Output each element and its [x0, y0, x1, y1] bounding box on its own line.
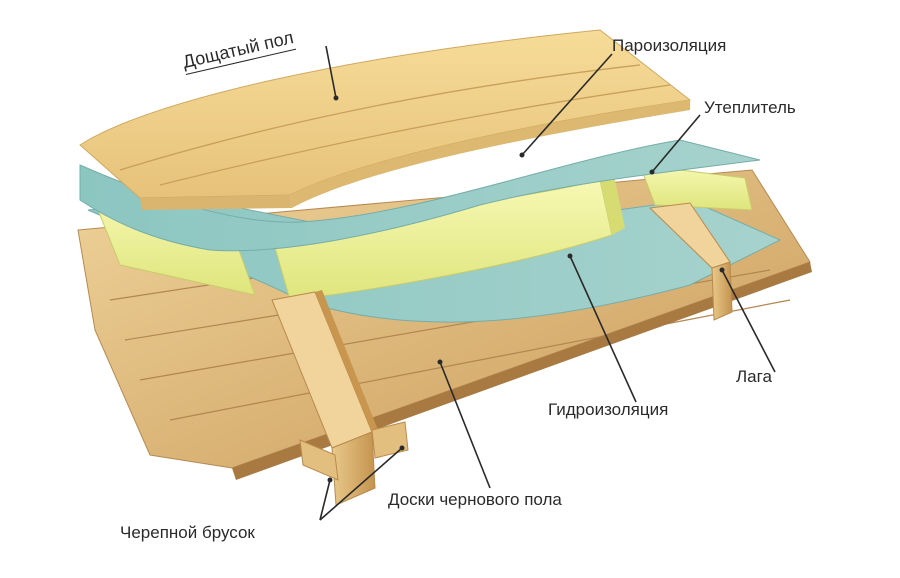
- joist-front: [271, 290, 378, 506]
- label-vapor-barrier: Пароизоляция: [612, 36, 727, 55]
- label-insulation: Утеплитель: [704, 98, 796, 117]
- leader-lines: [319, 45, 776, 521]
- leader-cranial-right: [319, 447, 403, 521]
- leader-cranial-left: [319, 479, 331, 521]
- cranial-bar-left: [299, 439, 339, 481]
- label-waterproofing: Гидроизоляция: [548, 400, 669, 419]
- leader-joist: [721, 269, 776, 373]
- leader-insulation: [651, 114, 701, 173]
- label-subfloor-boards: Доски чернового пола: [388, 490, 562, 509]
- cranial-bar-right: [371, 421, 409, 459]
- leader-vapor-barrier: [521, 53, 613, 156]
- label-joist: Лага: [736, 367, 772, 386]
- joist-back: [648, 202, 733, 321]
- label-cranial-bar: Черепной брусок: [120, 523, 255, 542]
- vapor-barrier: [79, 139, 761, 252]
- top-floorboards: [79, 29, 692, 210]
- leader-subfloor: [439, 361, 491, 489]
- leader-floorboards: [325, 45, 337, 99]
- leader-waterproofing: [569, 255, 637, 403]
